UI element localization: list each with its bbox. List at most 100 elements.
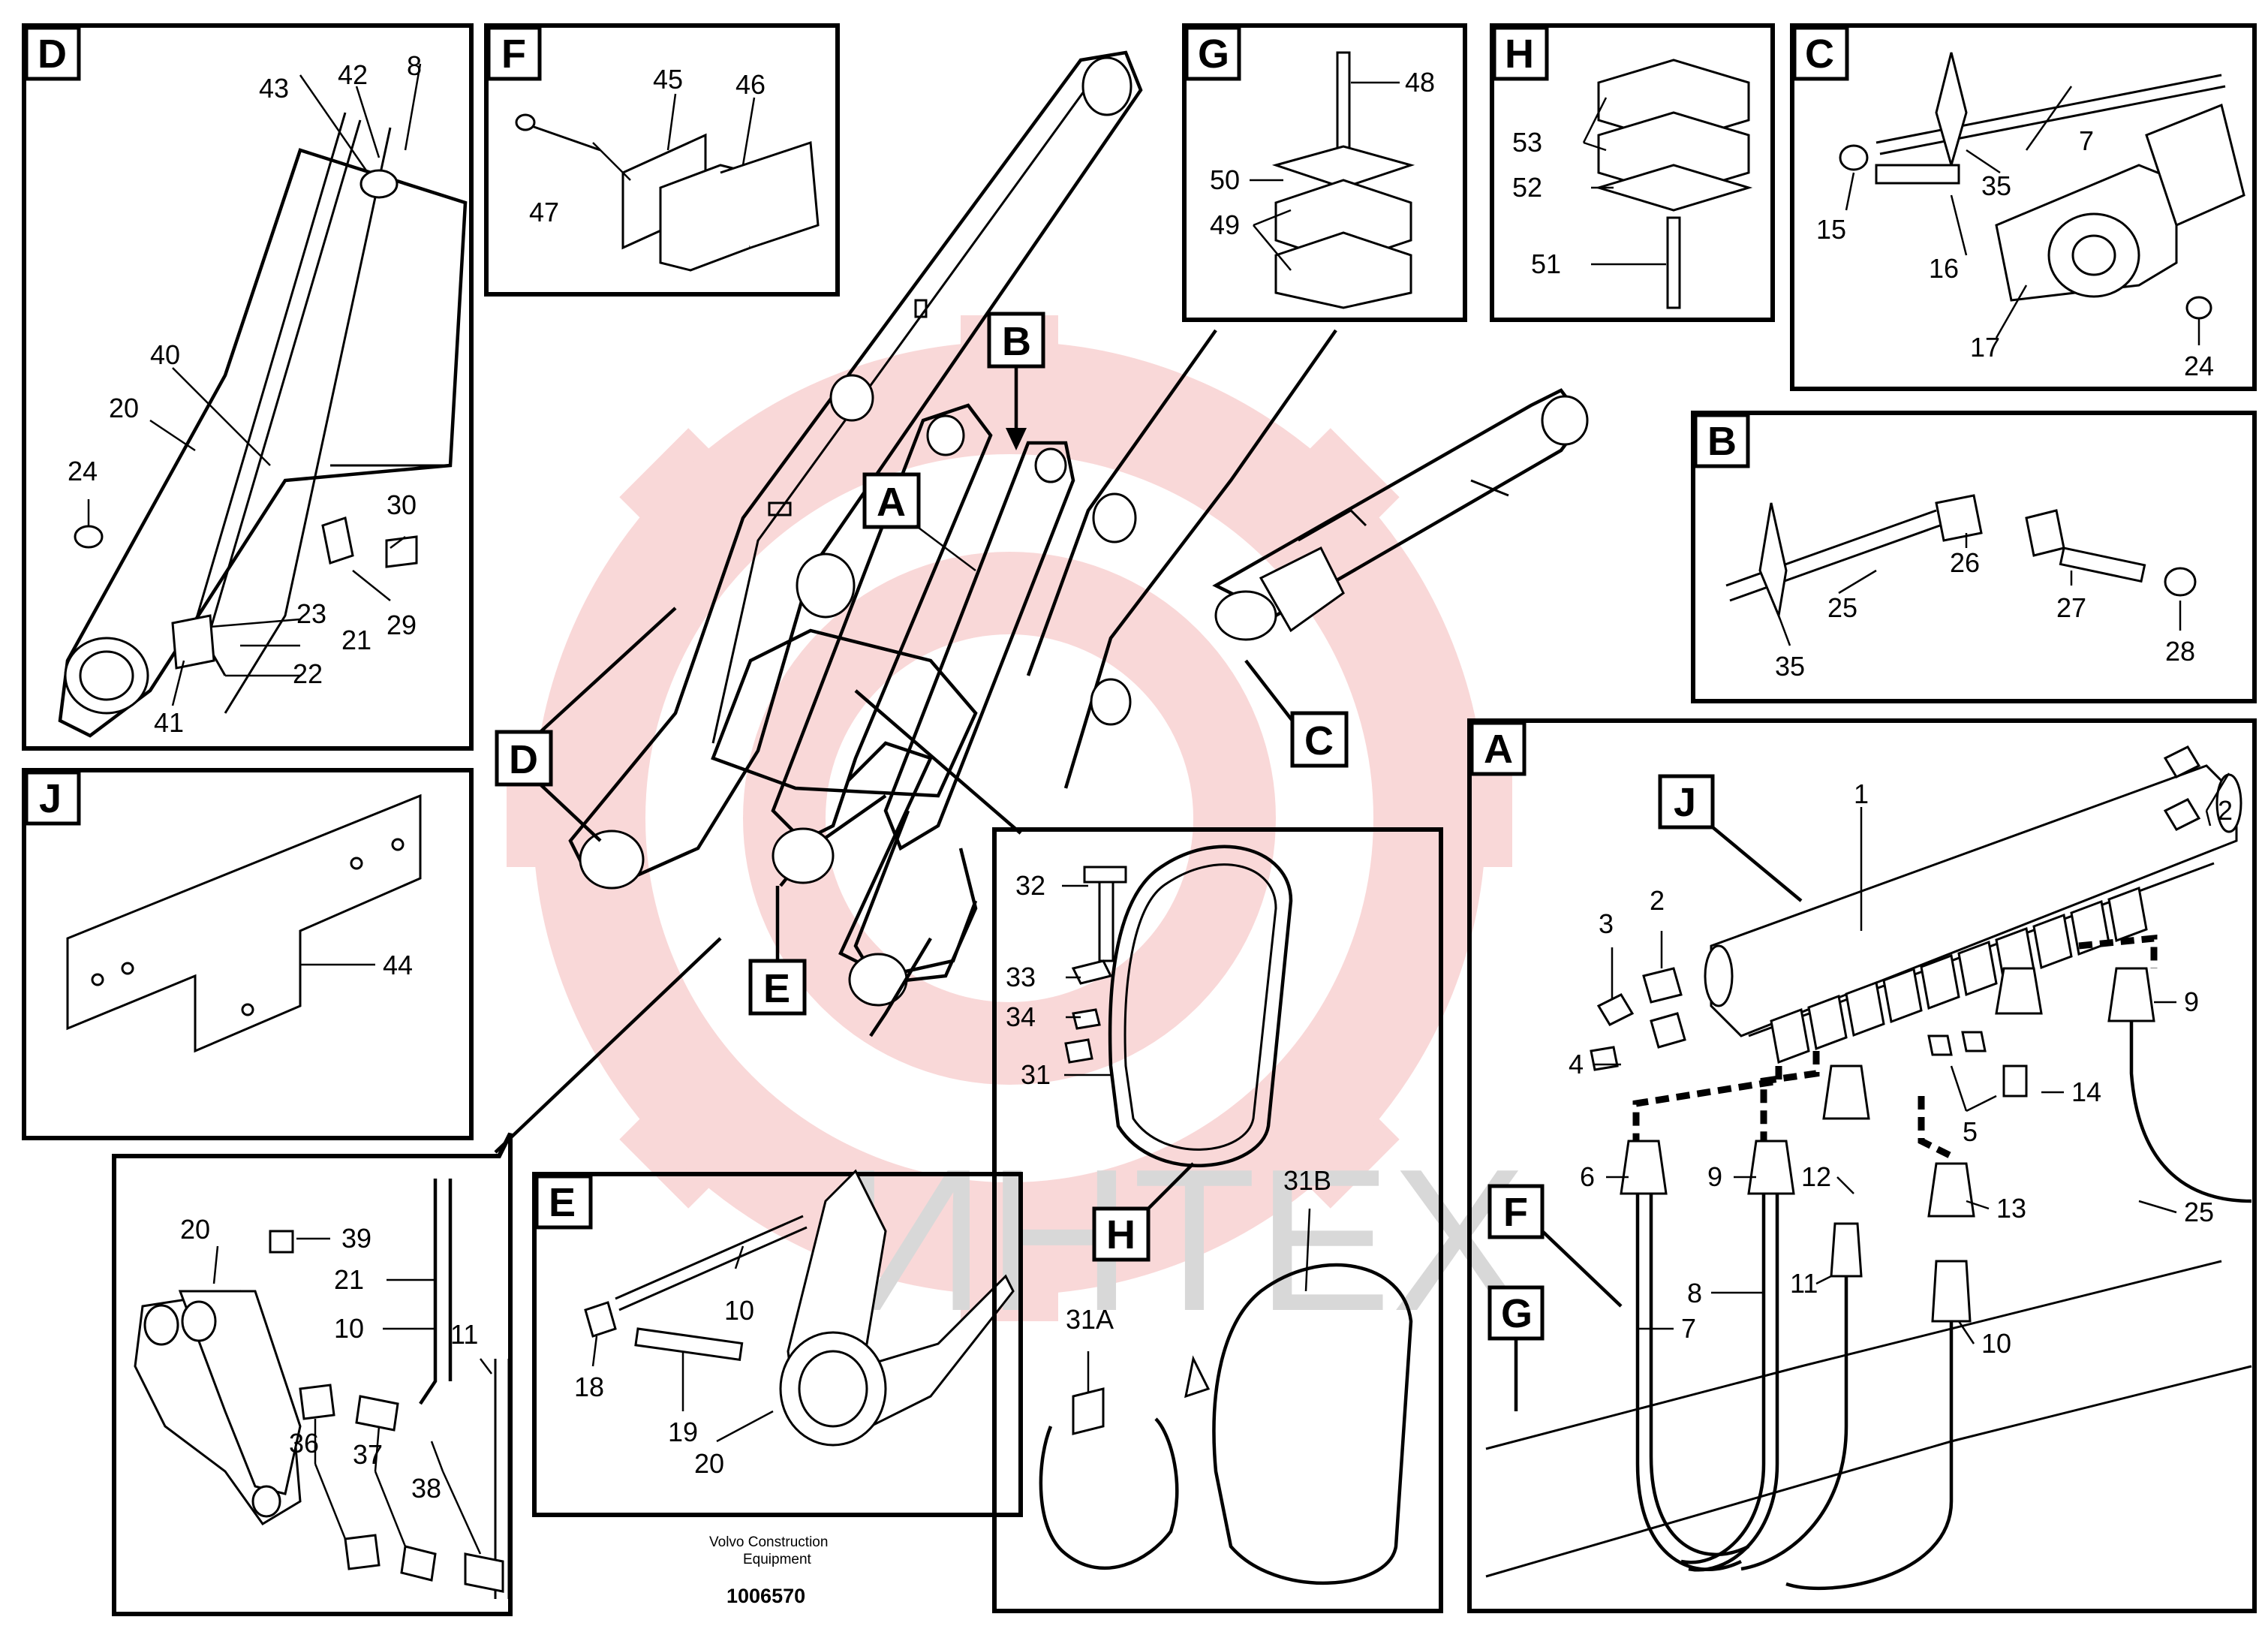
part-number-label: 12 [1801,1161,1831,1192]
section-letter: D [38,32,67,77]
part-number-label: 43 [259,73,289,104]
part-number-label: 9 [1707,1161,1722,1192]
part-number-label: 21 [334,1264,364,1295]
part-number-label: 26 [1950,547,1980,578]
part-number-label: 25 [2184,1197,2214,1227]
part-number-label: 8 [407,50,422,81]
part-number-label: 18 [574,1372,604,1402]
panel-C: C 7 35 15 16 17 24 [1790,23,2257,391]
callout-B[interactable]: B [987,312,1045,450]
part-number-label: 46 [735,69,766,100]
callout-D[interactable]: D [495,607,677,842]
panel-H-mid: H 32 33 34 31 31B 31A [992,827,1443,1613]
part-number-label: 2 [2218,795,2233,826]
callout-A[interactable]: A [862,472,976,571]
part-number-label: 15 [1816,214,1846,245]
part-number-label: 20 [109,393,139,423]
panel-G: G 48 50 49 [1182,23,1467,322]
part-number-label: 6 [1580,1161,1595,1192]
part-number-label: 24 [68,456,98,486]
part-number-label: 51 [1531,248,1561,279]
section-letter: F [501,32,526,77]
part-number-label: 31 [1021,1059,1051,1090]
section-letter: A [1484,727,1513,772]
part-number-label: 10 [1981,1328,2011,1359]
part-number-label: 34 [1006,1001,1036,1032]
panel-D: D 43 42 8 40 20 24 30 23 21 29 22 [22,23,474,751]
part-number-label: 53 [1512,127,1542,158]
section-letter: H [1106,1212,1136,1257]
part-number-label: 52 [1512,172,1542,203]
part-number-label: 48 [1405,67,1435,98]
panel-J: J 44 [22,768,474,1140]
main-boom-assembly [568,50,1589,1037]
section-letter: A [877,480,906,525]
part-number-label: 1 [1854,778,1869,809]
section-letter: G [1501,1291,1533,1336]
part-number-label: 50 [1210,164,1240,195]
panel-E-detail: 20 39 21 10 11 36 37 38 [112,1132,513,1616]
part-number-label: 13 [1996,1193,2026,1224]
section-letter: J [1674,780,1696,825]
part-number-label: 35 [1775,651,1805,682]
section-letter: D [509,737,538,782]
part-number-label: 31A [1066,1304,1114,1335]
section-letter: B [1002,319,1031,364]
part-number-label: 33 [1006,962,1036,992]
part-number-label: 11 [450,1319,478,1350]
panel-F: F 45 46 47 [484,23,840,297]
section-letter: G [1198,32,1229,77]
section-letter: E [763,966,790,1011]
part-number-label: 27 [2056,592,2086,623]
company-line-2: Equipment [743,1552,812,1567]
part-number-label: 41 [154,707,184,738]
part-number-label: 17 [1970,332,2000,363]
callout-C[interactable]: C [1244,659,1349,768]
section-letter: B [1707,419,1737,464]
part-number-label: 24 [2184,351,2214,381]
company-line-1: Volvo Construction [709,1534,828,1550]
part-number-label: 31B [1283,1165,1331,1196]
part-number-label: 21 [341,625,371,655]
part-number-label: 30 [387,489,417,520]
part-number-label: 38 [411,1473,441,1504]
part-number-label: 3 [1599,908,1614,939]
part-number-label: 9 [2184,986,2199,1017]
section-letter: J [39,776,62,821]
part-number-label: 2 [1650,885,1665,916]
part-number-label: 39 [341,1223,371,1254]
panel-A: A [1467,718,2257,1613]
part-number-label: 35 [1981,170,2011,201]
callout-E[interactable]: E [748,886,807,1016]
part-number-label: 7 [2079,125,2094,156]
part-number-label: 4 [1569,1049,1584,1079]
panel-B: B 25 26 27 28 35 [1691,411,2257,703]
part-number-label: 23 [296,598,326,629]
panel-H-top: H 53 52 51 [1490,23,1775,322]
part-number-label: 19 [668,1417,698,1447]
part-number-label: 49 [1210,209,1240,240]
section-letter: C [1304,718,1334,763]
watermark-text: ИНТЕХ [841,1128,1527,1353]
leader-to-E-detail [494,937,722,1154]
section-letter: C [1805,32,1834,77]
part-number-label: 37 [353,1439,383,1470]
part-number-label: 14 [2071,1076,2101,1107]
part-number-label: 16 [1929,253,1959,284]
part-number-label: 20 [694,1448,724,1479]
part-number-label: 25 [1827,592,1857,623]
part-number-label: 10 [334,1313,364,1344]
part-number-label: 7 [1681,1313,1696,1344]
part-number-label: 10 [724,1295,754,1326]
part-number-label: 5 [1963,1116,1978,1147]
part-number-label: 32 [1015,870,1045,901]
part-number-label: 40 [150,339,180,370]
section-letter: F [1503,1190,1528,1235]
part-number-label: 44 [383,950,413,980]
part-number-label: 28 [2165,636,2195,667]
part-number-label: 20 [180,1214,210,1245]
part-number-label: 45 [653,64,683,95]
part-number-label: 42 [338,59,368,90]
section-letter: H [1505,32,1534,77]
